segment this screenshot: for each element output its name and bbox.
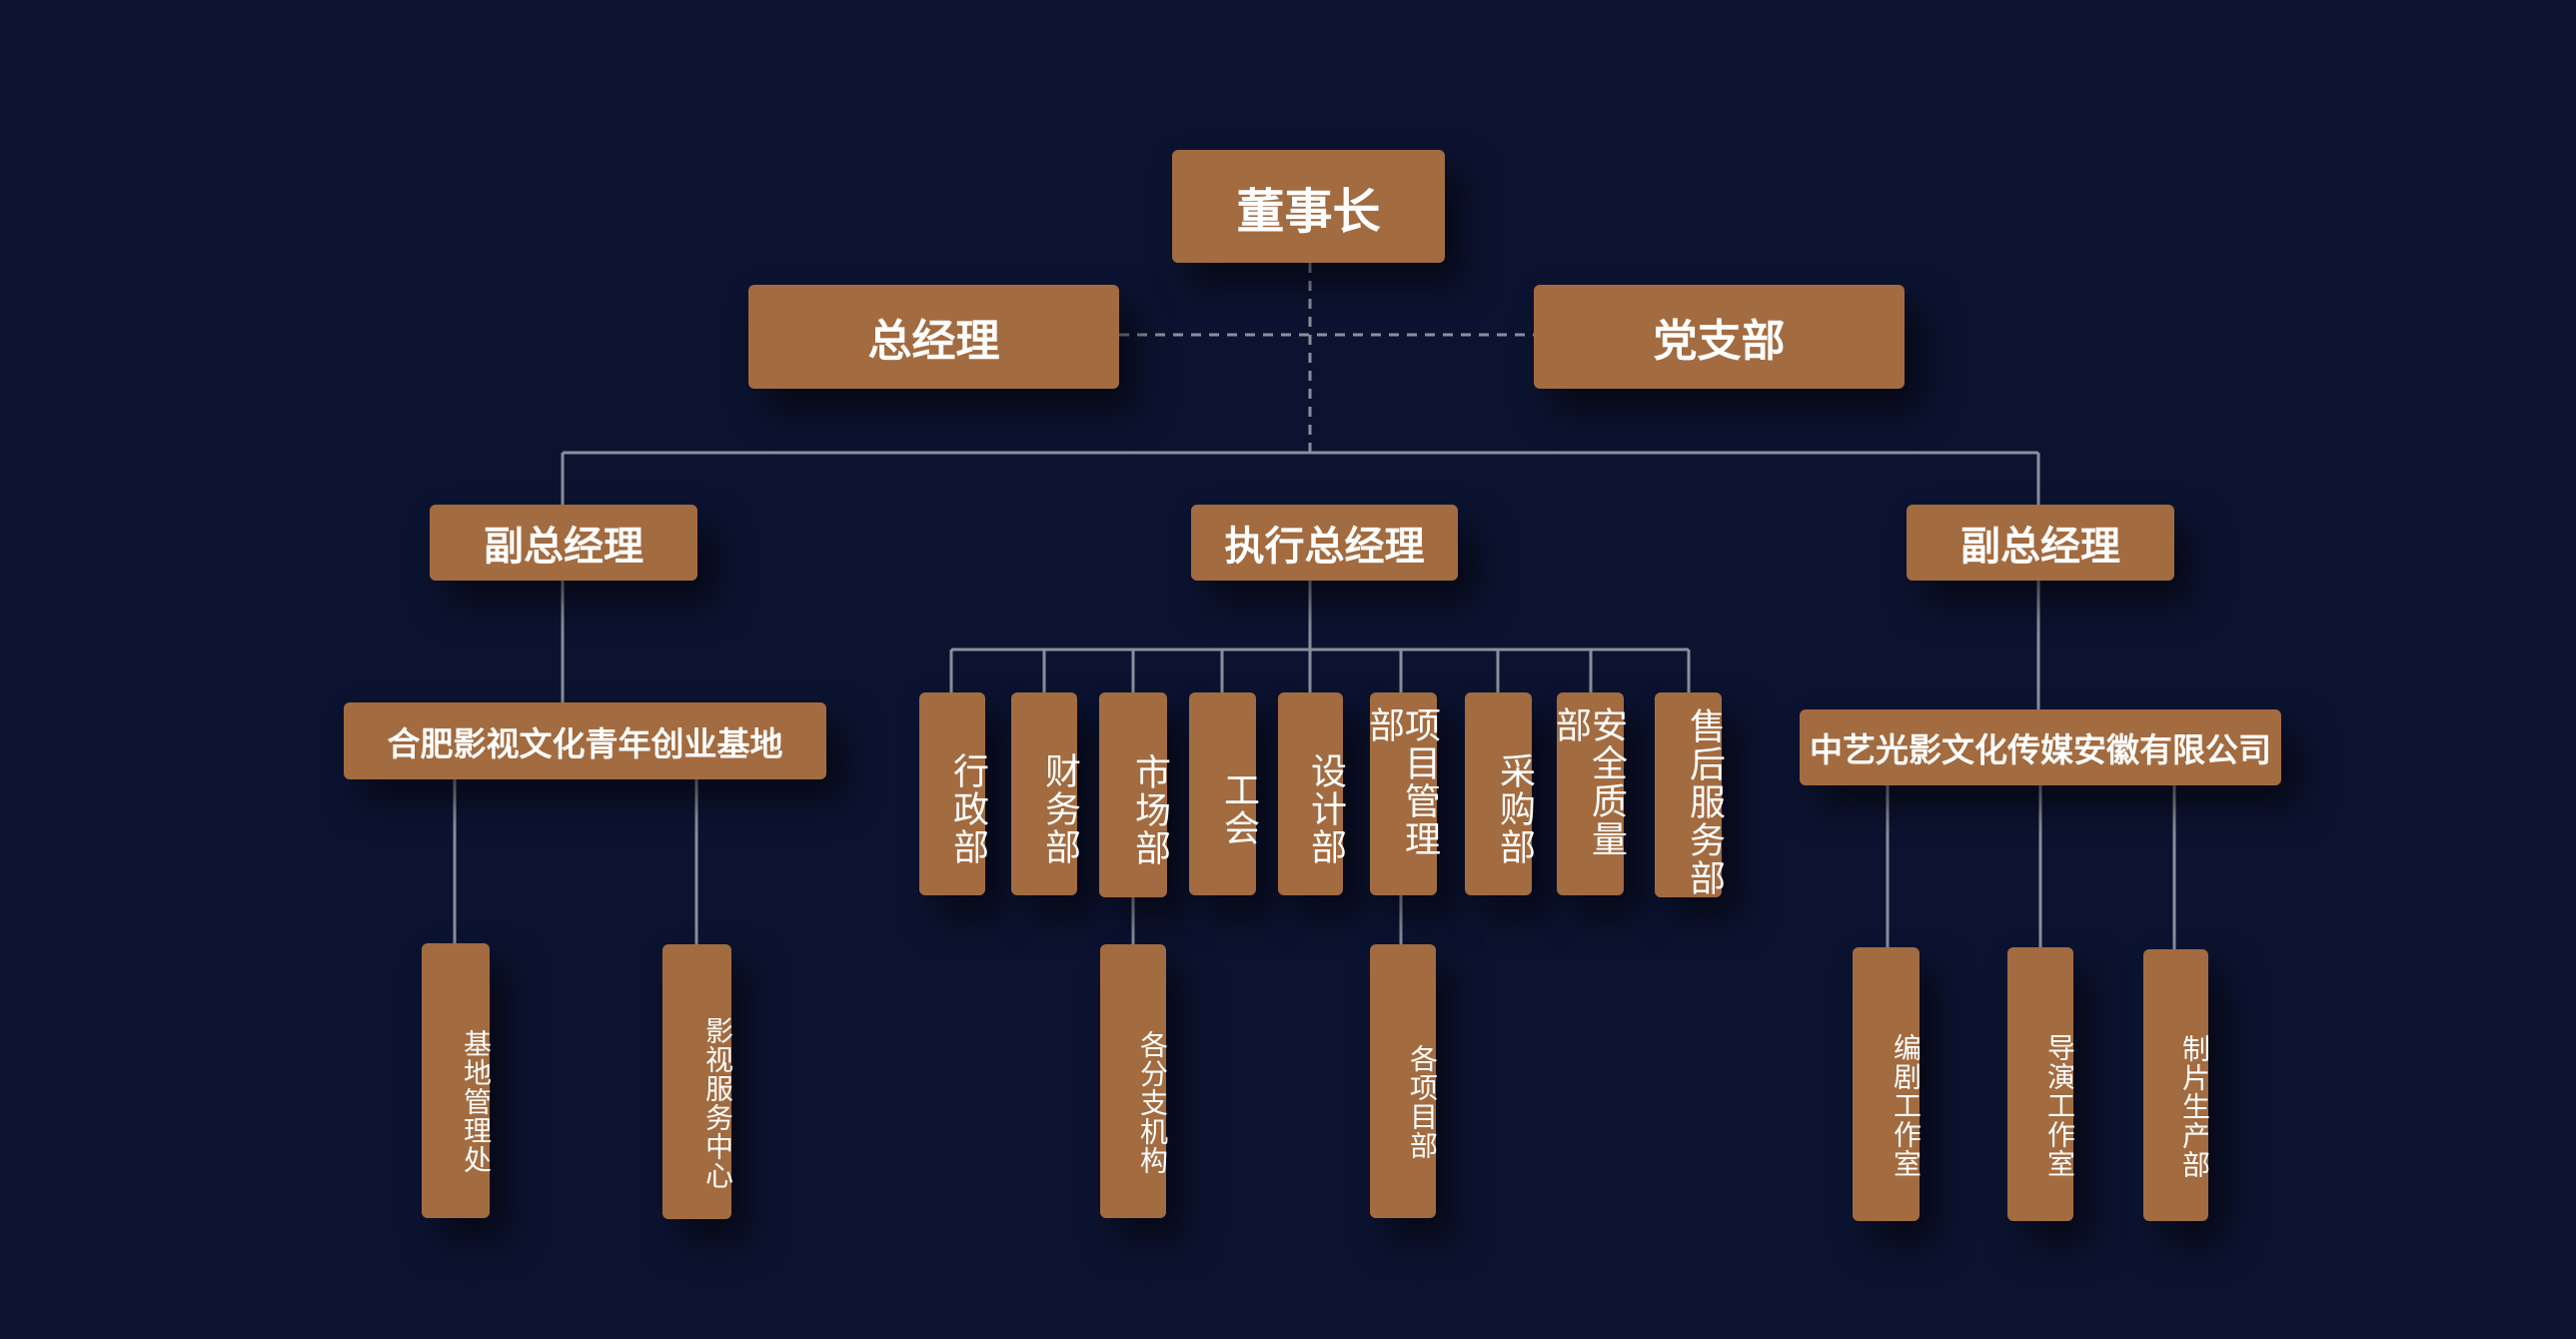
department-procurement: 采购部	[1465, 692, 1535, 895]
sub-branches: 各分支机构	[1100, 944, 1169, 1218]
department-union: 工会	[1189, 692, 1259, 895]
sub-film-service-center: 影视服务中心	[662, 944, 734, 1219]
sub-project-departments: 各项目部	[1370, 944, 1439, 1218]
sub-production-department: 制片生产部	[2143, 949, 2211, 1221]
department-finance: 财务部	[1011, 692, 1080, 895]
vp-right-box: 副总经理	[1907, 505, 2174, 581]
department-after-sales: 售后服务部	[1655, 692, 1725, 897]
department-project-management: 项目管理部	[1363, 692, 1440, 895]
party-branch-box: 党支部	[1534, 285, 1905, 389]
executive-gm-box: 执行总经理	[1191, 505, 1458, 581]
base-left-box: 合肥影视文化青年创业基地	[344, 702, 826, 779]
vp-left-box: 副总经理	[430, 505, 697, 581]
company-right-box: 中艺光影文化传媒安徽有限公司	[1800, 709, 2281, 785]
department-admin: 行政部	[919, 692, 988, 895]
sub-directing-studio: 导演工作室	[2007, 947, 2076, 1221]
general-manager-box: 总经理	[748, 285, 1119, 389]
chairman-box: 董事长	[1172, 150, 1445, 263]
sub-base-management: 基地管理处	[422, 943, 493, 1218]
department-design: 设计部	[1278, 692, 1346, 895]
sub-screenwriting-studio: 编剧工作室	[1853, 947, 1923, 1221]
department-safety-quality: 安全质量部	[1550, 692, 1627, 895]
department-marketing: 市场部	[1099, 692, 1170, 897]
